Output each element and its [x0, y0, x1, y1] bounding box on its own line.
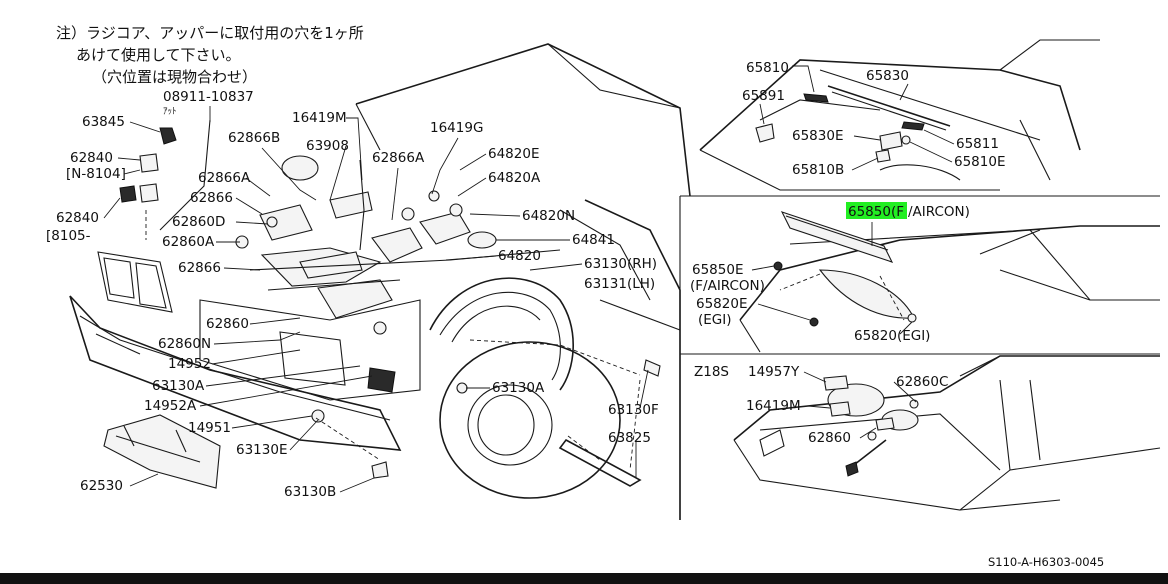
- label-z18s: Z18S: [694, 364, 729, 380]
- label-65811: 65811: [956, 136, 999, 152]
- label-64820a: 64820A: [488, 170, 541, 186]
- label-14952: 14952: [168, 356, 211, 372]
- label-62860a: 62860A: [162, 234, 215, 250]
- label-62840-b: 62840: [56, 210, 99, 226]
- label-8105: [8105-: [46, 228, 91, 244]
- label-65850e: 65850E: [692, 262, 743, 278]
- note-line-3: （穴位置は現物合わせ）: [92, 68, 257, 86]
- label-62860d: 62860D: [172, 214, 225, 230]
- label-65850e-sub: (F/AIRCON): [690, 278, 765, 294]
- label-62860c: 62860C: [896, 374, 948, 390]
- label-14957y: 14957Y: [748, 364, 800, 380]
- label-65810e: 65810E: [954, 154, 1005, 170]
- installation-note: 注）ラジコア、アッパーに取付用の穴を1ヶ所 あけて使用して下さい。 （穴位置は現…: [56, 24, 364, 86]
- bottom-border-bar: [0, 573, 1168, 584]
- main-car-front-drawing: [69, 43, 691, 520]
- label-16419g: 16419G: [430, 120, 483, 136]
- diagram-code: S110-A-H6303-0045: [988, 555, 1104, 569]
- label-62840-a: 62840: [70, 150, 113, 166]
- label-64841: 64841: [572, 232, 615, 248]
- note-line-1: 注）ラジコア、アッパーに取付用の穴を1ヶ所: [56, 24, 364, 42]
- label-65810: 65810: [746, 60, 789, 76]
- label-65850-rest: /AIRCON): [908, 204, 970, 220]
- label-65820e: 65820E: [696, 296, 747, 312]
- main-part-labels: 08911-10837 ｱｯﾄ 63845 62840 [N-8104] 628…: [46, 89, 659, 500]
- mid-right-nozzle-view: 65850(F /AIRCON) 65850E (F/AIRCON) 65820…: [690, 202, 1160, 353]
- label-65820-egi: 65820(EGI): [854, 328, 930, 344]
- label-16419m: 16419M: [292, 110, 347, 126]
- label-08911-sub: ｱｯﾄ: [163, 107, 177, 117]
- inset-panel-frames: [679, 195, 1160, 520]
- note-line-2: あけて使用して下さい。: [76, 46, 241, 64]
- label-14952a: 14952A: [144, 398, 197, 414]
- label-62860: 62860: [206, 316, 249, 332]
- label-62530: 62530: [80, 478, 123, 494]
- label-65810b: 65810B: [792, 162, 844, 178]
- label-63130f: 63130F: [608, 402, 659, 418]
- label-63908: 63908: [306, 138, 349, 154]
- label-63130rh: 63130(RH): [584, 256, 657, 272]
- label-63130a-right: 63130A: [492, 380, 545, 396]
- label-16419m-inset: 16419M: [746, 398, 801, 414]
- label-65820e-sub: (EGI): [698, 312, 732, 328]
- label-62866-lower: 62866: [178, 260, 221, 276]
- label-08911-10837: 08911-10837: [163, 89, 254, 105]
- label-62860-inset: 62860: [808, 430, 851, 446]
- label-62866: 62866: [190, 190, 233, 206]
- highlight-65850: [846, 202, 907, 219]
- label-62866a-top: 62866A: [372, 150, 425, 166]
- label-64820: 64820: [498, 248, 541, 264]
- label-63825: 63825: [608, 430, 651, 446]
- label-62860n: 62860N: [158, 336, 211, 352]
- label-63845: 63845: [82, 114, 125, 130]
- main-leader-lines: [103, 106, 649, 493]
- label-62866a-left: 62866A: [198, 170, 251, 186]
- label-63130b: 63130B: [284, 484, 336, 500]
- label-n8104: [N-8104]: [66, 166, 126, 182]
- label-63130a-left: 63130A: [152, 378, 205, 394]
- label-65830: 65830: [866, 68, 909, 84]
- label-65891: 65891: [742, 88, 785, 104]
- top-right-wiper-view: 65810 65830 65891 65830E 65811 65810B 65…: [699, 39, 1100, 191]
- label-64820e: 64820E: [488, 146, 539, 162]
- label-62866b: 62866B: [228, 130, 280, 146]
- label-14951: 14951: [188, 420, 231, 436]
- label-63131lh: 63131(LH): [584, 276, 655, 292]
- label-65830e: 65830E: [792, 128, 843, 144]
- label-64820n: 64820N: [522, 208, 575, 224]
- bottom-right-engine-view: Z18S 14957Y 62860C 16419M 62860: [694, 355, 1161, 511]
- label-65850-highlighted: 65850(F: [848, 204, 904, 220]
- label-63130e: 63130E: [236, 442, 287, 458]
